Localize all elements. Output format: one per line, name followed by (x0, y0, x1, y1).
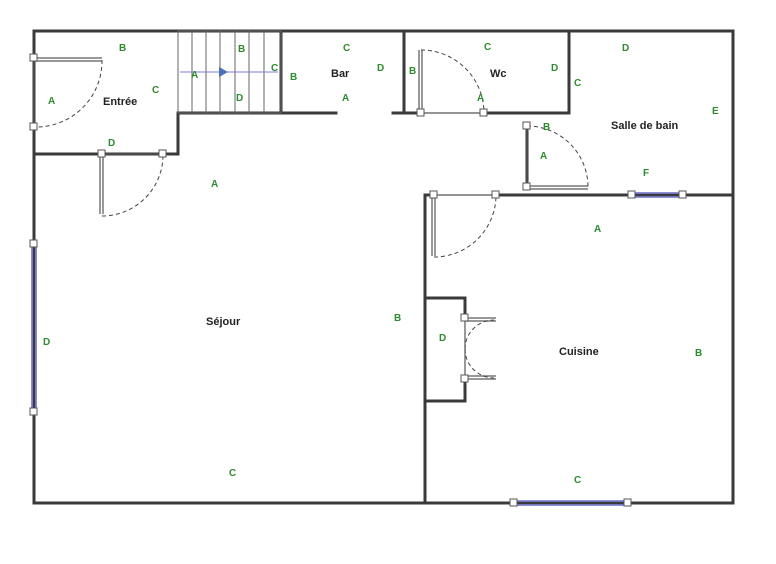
wall-label: C (229, 468, 236, 479)
wall-label: B (394, 313, 401, 324)
wall-labels: B C A D A B C D B C D A B C D A D C E B … (43, 42, 719, 486)
wall-label: D (108, 138, 115, 149)
door-cuisine[interactable] (429, 190, 500, 258)
wall-label: B (695, 348, 702, 359)
wall-label: A (594, 224, 601, 235)
interior-walls (32, 29, 735, 505)
staircase (177, 30, 282, 114)
door-entree[interactable] (29, 53, 103, 131)
wall-label: A (211, 179, 218, 190)
wall-label: B (543, 122, 550, 133)
window-cuisine (509, 498, 632, 507)
room-label-cuisine: Cuisine (559, 346, 599, 358)
wall-label: E (712, 106, 719, 117)
opening-lines (33, 58, 528, 379)
wall-label: B (238, 44, 245, 55)
wall-label: D (236, 93, 243, 104)
door-cupboard[interactable] (460, 313, 496, 383)
wall-label: A (477, 93, 484, 104)
wall-label: C (271, 63, 278, 74)
wall-label: A (191, 70, 198, 81)
outer-walls (32, 29, 735, 505)
wall-label: C (343, 43, 350, 54)
wall-label: D (551, 63, 558, 74)
room-label-entree: Entrée (103, 96, 137, 108)
door-salle-de-bain[interactable] (522, 121, 589, 191)
wall-label: C (574, 475, 581, 486)
window-sejour (29, 239, 38, 416)
wall-label: C (152, 85, 159, 96)
window-salle-de-bain (627, 190, 687, 199)
stair-arrow-icon (219, 67, 228, 77)
wall-label: C (574, 78, 581, 89)
wall-label: F (643, 168, 649, 179)
wall-label: A (342, 93, 349, 104)
room-label-bar: Bar (331, 68, 350, 80)
wall-label: D (377, 63, 384, 74)
wall-label: D (43, 337, 50, 348)
door-entree-sejour[interactable] (97, 149, 167, 217)
wall-label: B (409, 66, 416, 77)
room-labels: Entrée Bar Wc Salle de bain Séjour Cuisi… (103, 68, 679, 358)
wall-label: D (439, 333, 446, 344)
wall-label: C (484, 42, 491, 53)
door-wc[interactable] (416, 49, 488, 117)
room-label-sejour: Séjour (206, 316, 241, 328)
wall-label: B (119, 43, 126, 54)
wall-label: A (48, 96, 55, 107)
wall-label: A (540, 151, 547, 162)
room-label-salle-de-bain: Salle de bain (611, 120, 679, 132)
room-label-wc: Wc (490, 68, 507, 80)
wall-label: B (290, 72, 297, 83)
wall-label: D (622, 43, 629, 54)
